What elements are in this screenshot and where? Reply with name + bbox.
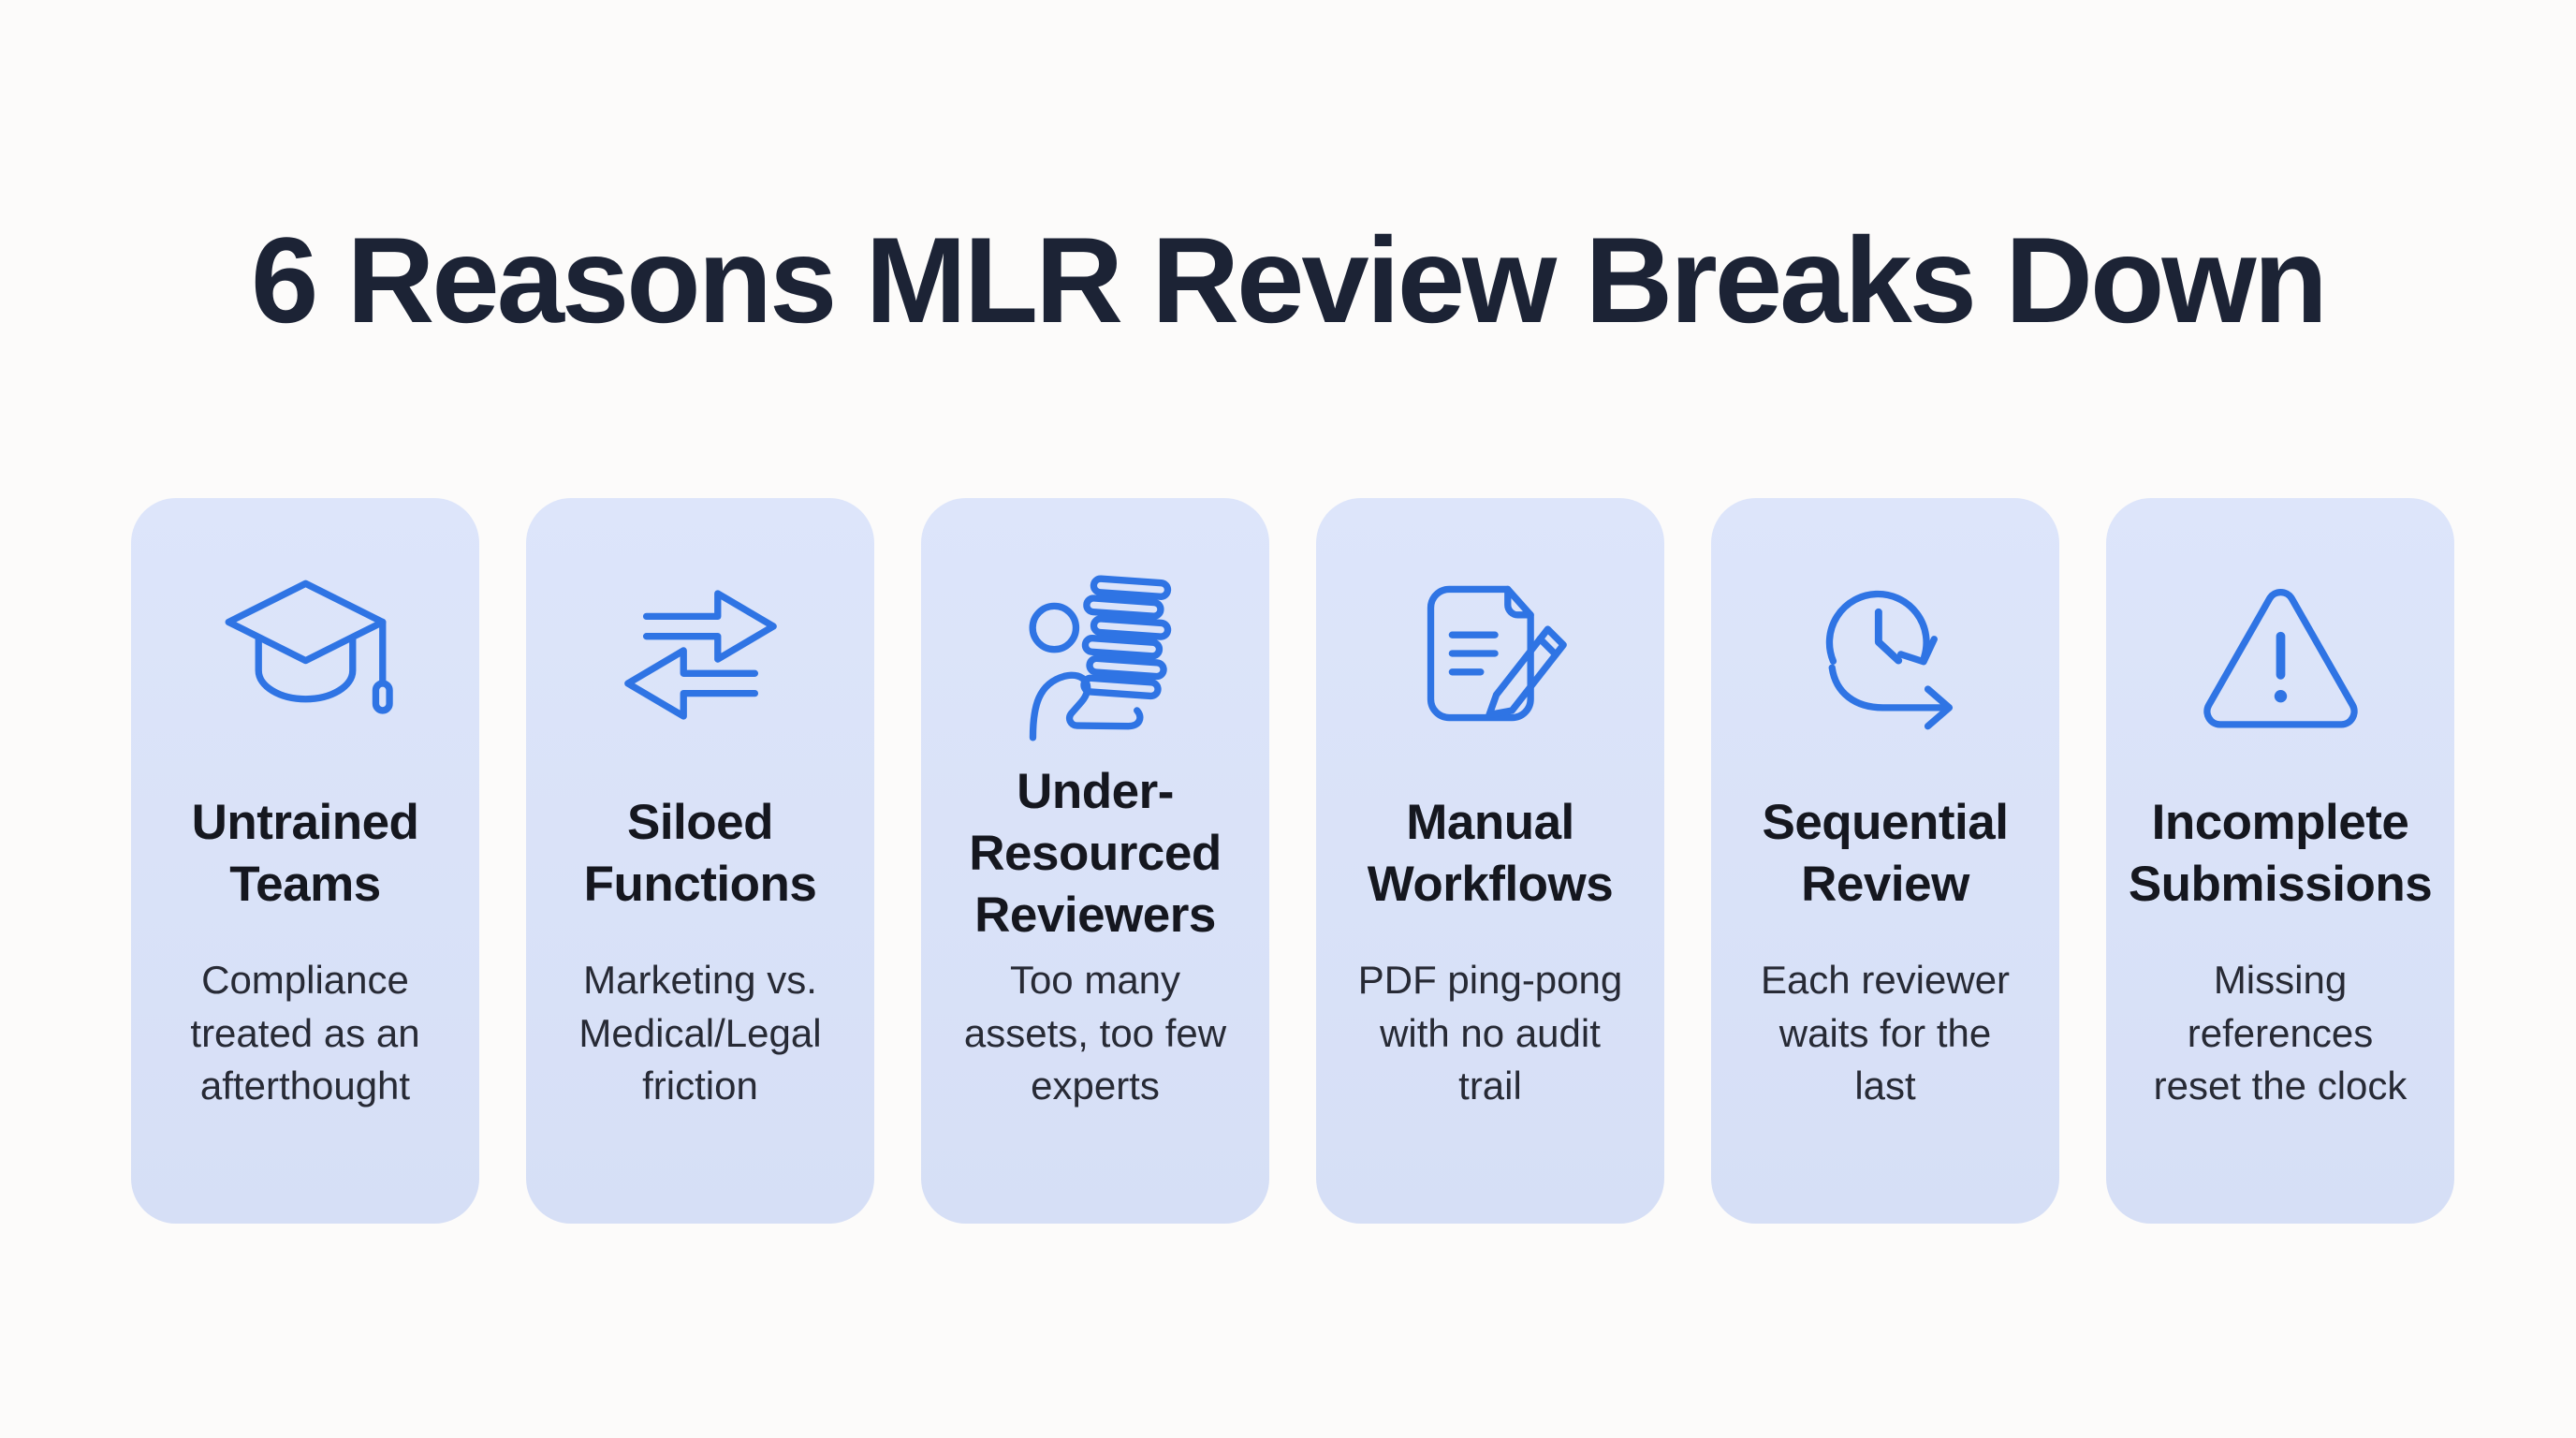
card-siloed-functions: Siloed Functions Marketing vs. Medical/L… (526, 498, 874, 1224)
card-description: Each reviewer waits for the last (1760, 958, 2011, 1108)
card-description: Compliance treated as an afterthought (190, 958, 420, 1108)
card-manual-workflows: Manual Workflows PDF ping-pong with no a… (1316, 498, 1664, 1224)
card-heading: Under- Resourced Reviewers (969, 763, 1222, 944)
person-carrying-stack-icon (1004, 554, 1187, 756)
card-heading: Untrained Teams (191, 794, 419, 912)
card-under-resourced-reviewers: Under- Resourced Reviewers Too many asse… (921, 498, 1269, 1224)
card-untrained-teams: Untrained Teams Compliance treated as an… (131, 498, 479, 1224)
clock-cycle-icon (1794, 554, 1977, 756)
card-description: Marketing vs. Medical/Legal friction (578, 958, 822, 1108)
card-heading: Manual Workflows (1367, 794, 1614, 912)
card-heading: Sequential Review (1762, 794, 2009, 912)
card-description: Missing references reset the clock (2153, 958, 2408, 1108)
card-heading: Siloed Functions (583, 794, 817, 912)
transfer-arrows-icon (609, 554, 792, 756)
page-title: 6 Reasons MLR Review Breaks Down (251, 212, 2328, 348)
card-description: PDF ping-pong with no audit trail (1357, 958, 1623, 1108)
warning-triangle-icon (2189, 554, 2372, 756)
graduation-cap-icon (214, 554, 397, 756)
card-incomplete-submissions: Incomplete Submissions Missing reference… (2106, 498, 2454, 1224)
reasons-grid: Untrained Teams Compliance treated as an… (131, 498, 2454, 1224)
card-sequential-review: Sequential Review Each reviewer waits fo… (1711, 498, 2059, 1224)
card-heading: Incomplete Submissions (2128, 794, 2433, 912)
card-description: Too many assets, too few experts (963, 958, 1227, 1108)
document-pencil-icon (1399, 554, 1582, 756)
